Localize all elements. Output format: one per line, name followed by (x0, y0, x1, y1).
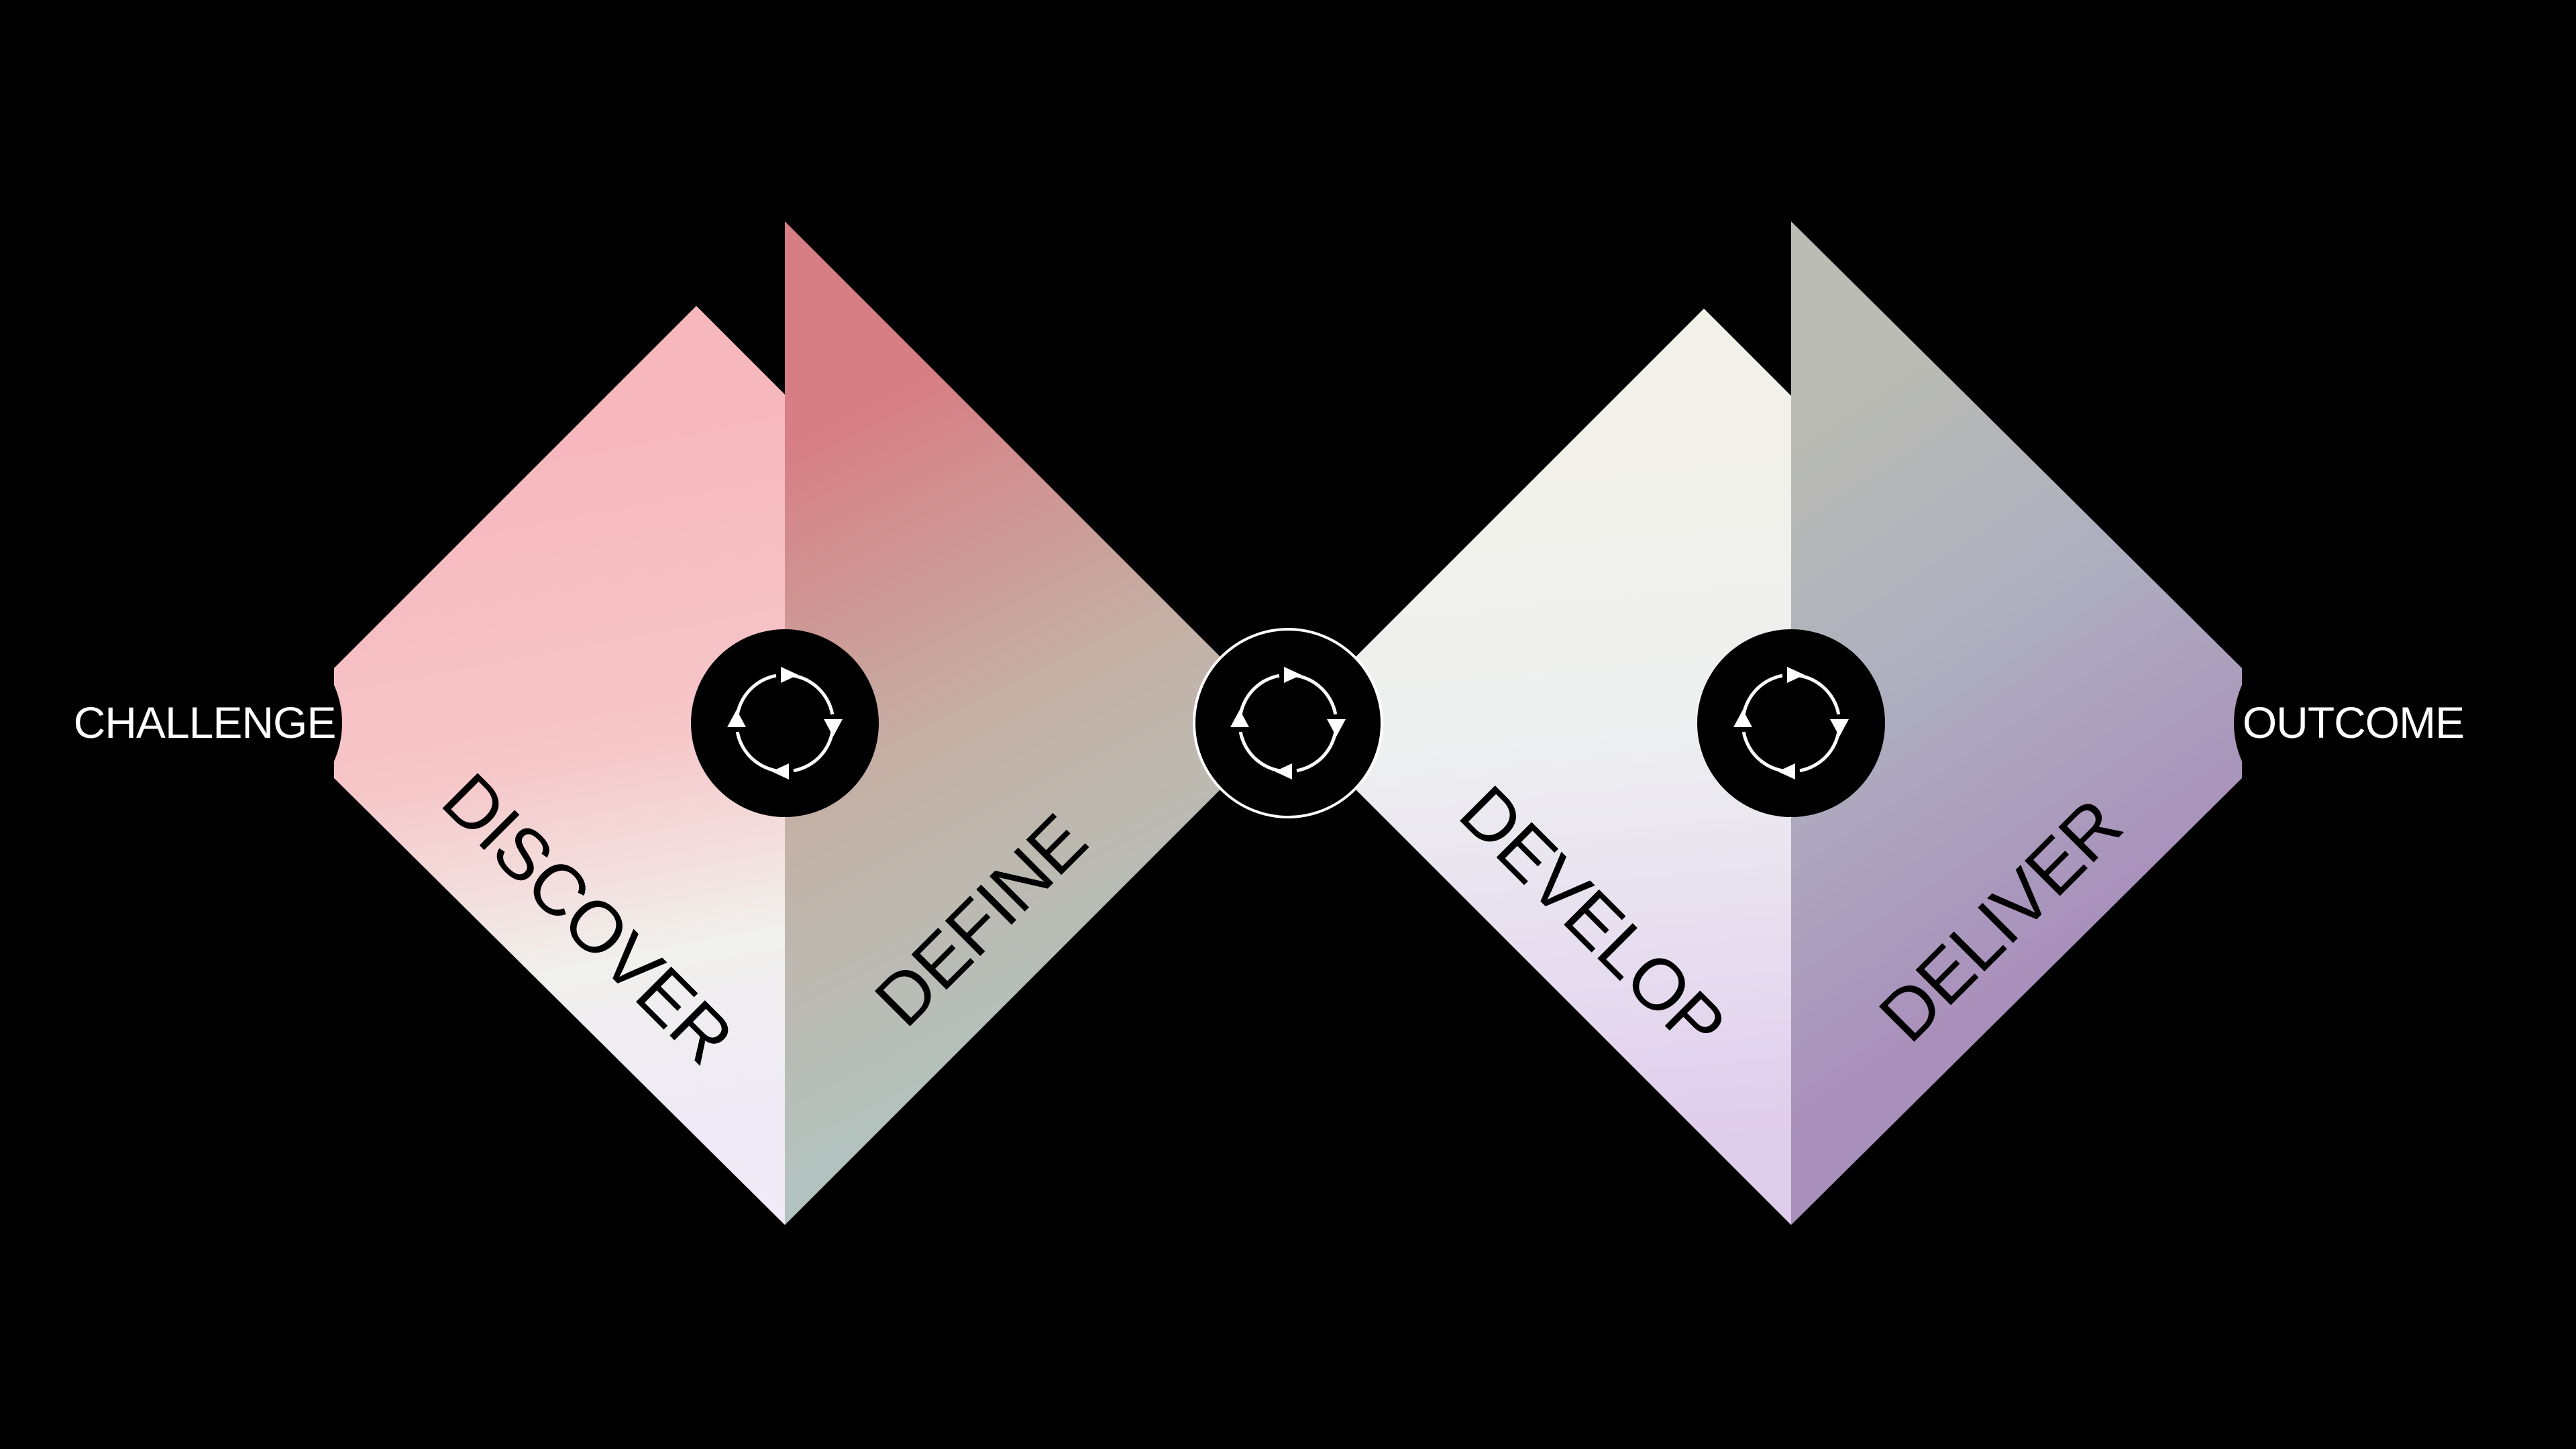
define-shape (785, 221, 1241, 1225)
challenge-label: CHALLENGE (74, 698, 336, 747)
deliver-shape (1791, 221, 2242, 1225)
cycle-arrows-icon (1193, 628, 1383, 818)
discover-shape (334, 306, 785, 1225)
develop-shape (1335, 309, 1791, 1225)
outcome-label: OUTCOME (2243, 698, 2464, 747)
cycle-arrows-icon (1697, 629, 1885, 817)
cycle-arrows-icon (691, 629, 879, 817)
challenge-notch (154, 629, 342, 817)
outcome-notch (2234, 629, 2422, 817)
